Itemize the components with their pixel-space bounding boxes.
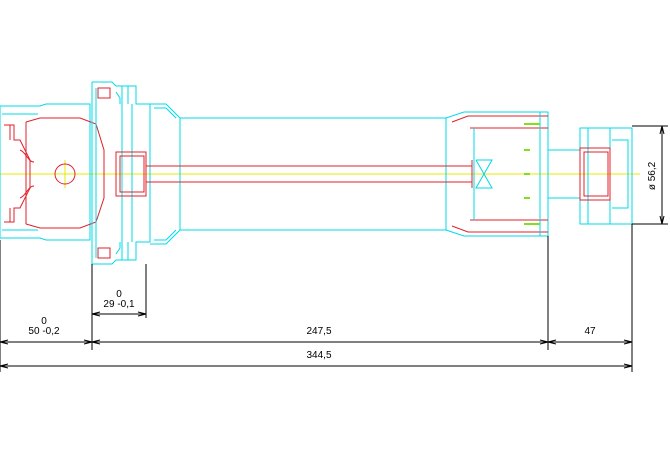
centerline — [0, 160, 640, 188]
total-dimension — [0, 363, 633, 369]
total-dimension-label: 344,5 — [306, 350, 331, 361]
clamping-nut — [547, 127, 633, 225]
collet-slots — [524, 123, 540, 225]
nut-dimension-label: 47 — [584, 326, 596, 337]
flange-tolerance-upper: 0 — [41, 316, 47, 327]
flange-inner — [97, 87, 147, 259]
taper-shank-inner — [4, 117, 105, 229]
collet-holder — [451, 112, 548, 236]
collar-dimension-label: 29 -0,1 — [103, 299, 135, 310]
coolant-bore — [146, 159, 493, 189]
diameter-label: ø 56,2 — [647, 161, 658, 190]
extension-lines — [0, 224, 633, 372]
extension-dimension-label: 247,5 — [306, 326, 331, 337]
collar-tolerance-upper: 0 — [116, 289, 122, 300]
flange-dimension-label: 50 -0,2 — [28, 326, 60, 337]
collar-dimension — [91, 311, 147, 317]
taper-shank-outline — [0, 103, 91, 241]
flange-outline — [91, 81, 151, 265]
diameter-dimension — [632, 125, 668, 225]
section-dimensions — [0, 339, 633, 345]
